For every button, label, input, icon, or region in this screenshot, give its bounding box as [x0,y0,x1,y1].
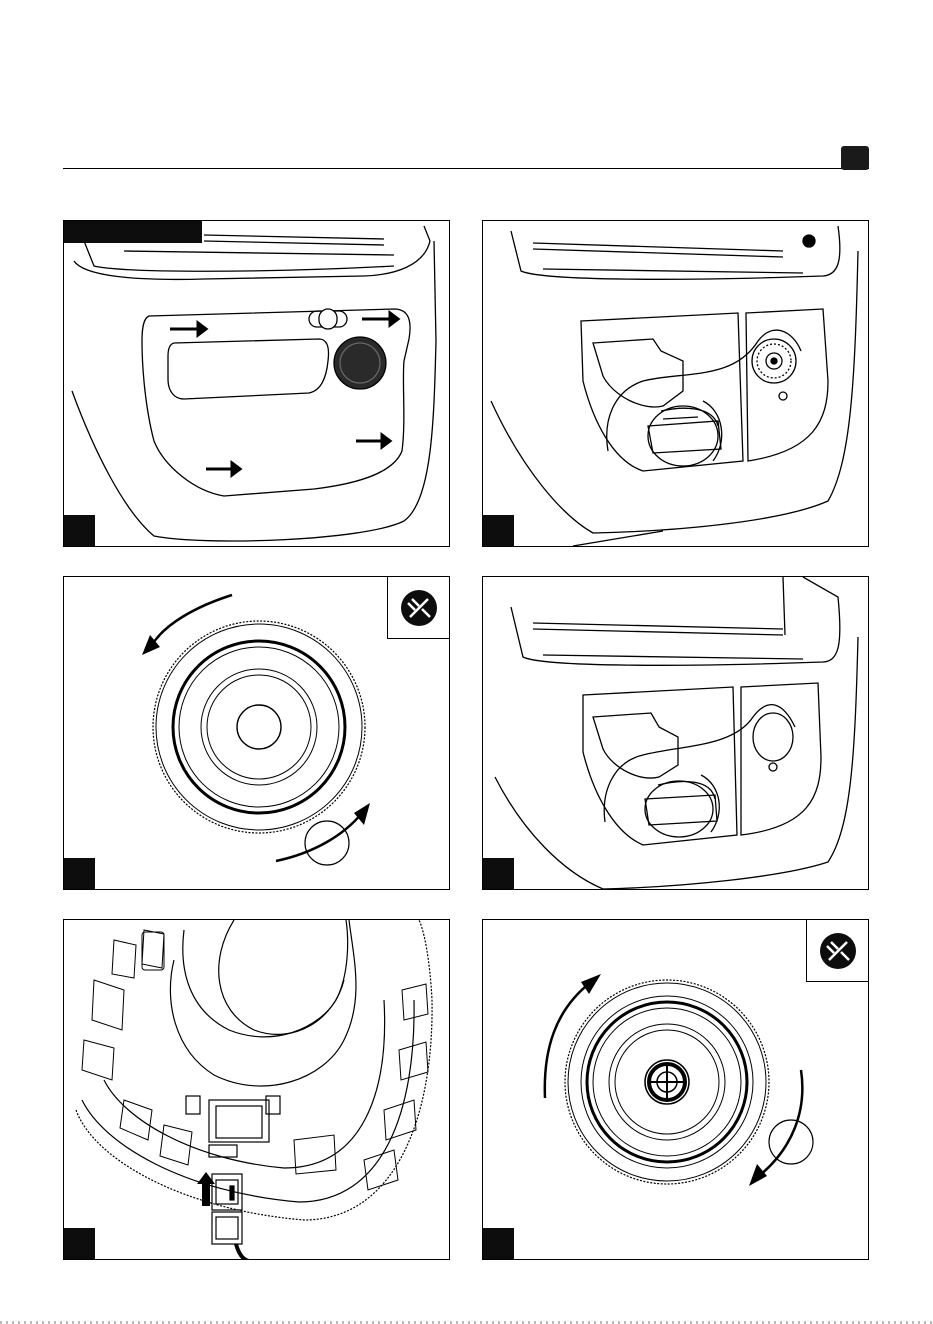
panel-header-bar [64,221,202,243]
unplug-icon [807,920,869,982]
step-badge [483,858,514,889]
section-tab [841,146,869,170]
door-trim-illustration [64,221,450,547]
panel-door-cavity-speaker-removed [482,576,869,890]
panel-door-trim-screws [63,220,450,547]
step-badge [64,858,95,889]
speaker-rear-illustration [64,920,450,1260]
panel-unlock-rotate-speaker [63,576,450,890]
unplug-icon-box [806,920,868,982]
door-cavity-illustration [483,221,869,547]
door-cavity-illustration [483,577,869,890]
step-badge [483,1228,514,1259]
panel-door-cavity-wiring [482,220,869,547]
step-badge [483,515,514,546]
step-badge [64,515,95,546]
panel-connect-plug [63,919,450,1260]
unplug-icon [388,577,450,639]
header-rule [63,168,869,169]
panel-lock-rotate-speaker [482,919,869,1260]
step-badge [64,1228,95,1259]
unplug-icon-box [387,577,449,639]
